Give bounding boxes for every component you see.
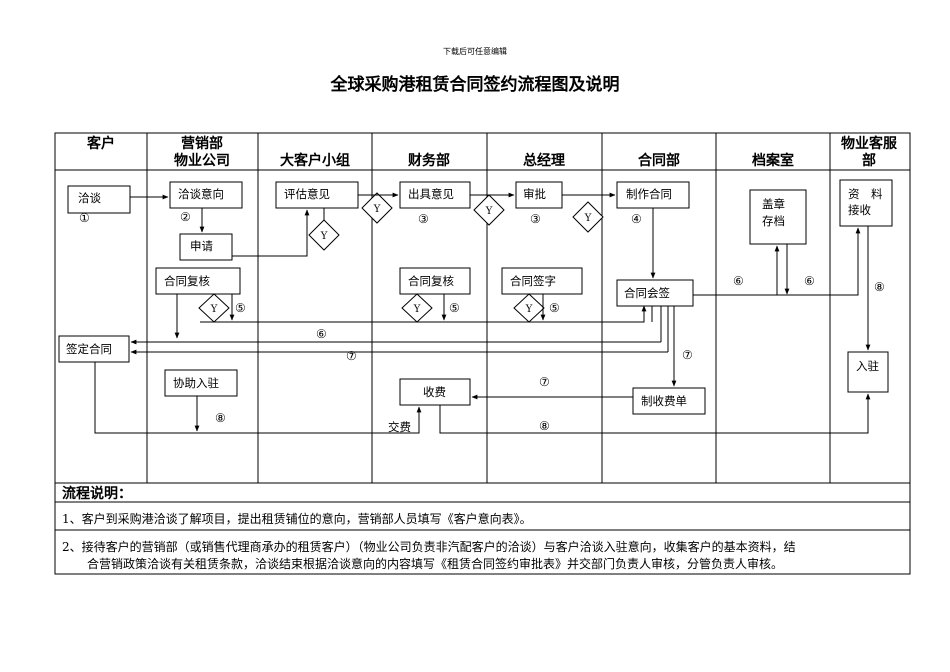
table-frame	[54, 132, 911, 575]
box-sign-label: 合同签字	[510, 274, 556, 288]
box-stamp-archive	[749, 189, 807, 245]
decision-evaluate-y: Y	[320, 231, 328, 242]
lane-header-key-accounts: 大客户小组	[280, 152, 350, 169]
step-5-label-finance: ⑤	[449, 301, 460, 315]
box-make-contract-label: 制作合同	[626, 187, 672, 201]
box-review-sales	[155, 267, 241, 295]
decision-review-finance-y: Y	[413, 304, 421, 315]
step-8-label-move-in-assist: ⑧	[215, 411, 226, 425]
box-move-in-assist	[164, 369, 238, 397]
step-6-label-archive-right: ⑥	[804, 274, 815, 288]
decision-gm-y: Y	[485, 206, 493, 217]
note-item-1: 1、客户到采购港洽谈了解项目，提出租赁铺位的意向，营销部人员填写《客户意向表》。	[62, 512, 532, 526]
box-review-finance-label: 合同复核	[408, 274, 454, 288]
step-5-label-sales: ⑤	[235, 301, 246, 315]
decision-finance-y: Y	[373, 204, 381, 215]
decision-evaluate	[308, 219, 340, 251]
box-negotiate-label: 洽谈	[78, 191, 101, 205]
lane-header-contracts: 合同部	[638, 152, 680, 169]
arrow-apply-evaluate	[232, 209, 310, 257]
box-sign	[501, 267, 583, 295]
box-countersign	[616, 279, 694, 307]
box-review-finance	[399, 267, 471, 295]
decision-contract-y: Y	[584, 213, 592, 224]
box-fee	[399, 378, 471, 406]
box-data-label: 资 料	[848, 187, 883, 201]
step-7-label-contract: ⑦	[682, 348, 693, 362]
note-item-2-line-2: 合营销政策洽谈有关租赁条款，洽谈结束根据洽谈意向的内容填写《租赁合同签约审批表》…	[87, 557, 784, 571]
pay-label: 交费	[388, 420, 411, 434]
step-1-label: ①	[79, 211, 90, 225]
decision-review-sales-y: Y	[210, 304, 218, 315]
arrow-sign-contract-fee	[94, 362, 422, 434]
box-issue-opinion-label: 出具意见	[408, 187, 454, 201]
step-6-label-sign: ⑥	[316, 327, 327, 341]
lane-header-archive: 档案室	[752, 152, 794, 169]
note-item-2-line-1: 2、接待客户的营销部（或销售代理商承办的租赁客户）（物业公司负责非汽配客户的洽谈…	[62, 540, 796, 554]
box-sign-contract-label: 签定合同	[66, 342, 112, 356]
step-2-label: ②	[180, 210, 191, 224]
decision-gm	[473, 194, 505, 226]
lane-header-sales-sub: 物业公司	[174, 152, 230, 169]
step-8-label-property: ⑧	[874, 280, 885, 294]
box-issue-opinion	[399, 181, 471, 209]
box-negotiate	[67, 185, 131, 214]
lane-header-finance: 财务部	[407, 152, 450, 169]
box-stamp-label: 盖章	[762, 197, 785, 211]
step-6-label-archive-left: ⑥	[733, 274, 744, 288]
box-apply-label: 申请	[190, 239, 213, 253]
box-countersign-label: 合同会签	[624, 286, 670, 300]
box-move-in-label: 入驻	[856, 359, 879, 373]
box-evaluate-label: 评估意见	[284, 187, 330, 201]
step-3-label-finance: ③	[418, 212, 429, 226]
box-intent-label: 洽谈意向	[178, 187, 224, 201]
page-title: 全球采购港租赁合同签约流程图及说明	[330, 75, 620, 95]
box-review-sales-label: 合同复核	[164, 274, 210, 288]
lane-header-property: 物业客服	[841, 135, 898, 152]
decision-finance	[361, 192, 393, 224]
step-5-label-gm: ⑤	[549, 301, 560, 315]
step-7-label-fee: ⑦	[539, 375, 550, 389]
line-reviews-to-countersign	[200, 305, 647, 323]
arrow-countersign-property	[693, 227, 861, 296]
step-8-label-bottom: ⑧	[539, 419, 550, 433]
lane-header-property-sub: 部	[862, 152, 876, 169]
box-make-contract	[616, 181, 690, 209]
arrow-fee-movein	[439, 393, 871, 434]
step-7-label-sign: ⑦	[346, 349, 357, 363]
box-sign-contract	[58, 335, 130, 363]
lane-header-gm: 总经理	[523, 152, 565, 169]
box-fee-label: 收费	[423, 385, 446, 399]
header-note: 下载后可任意编辑	[443, 47, 507, 56]
box-approve-label: 审批	[523, 187, 546, 201]
box-fee-bill	[632, 387, 706, 415]
note-item-2: 2、接待客户的营销部（或销售代理商承办的租赁客户）（物业公司负责非汽配客户的洽谈…	[62, 539, 904, 573]
decision-sign-y: Y	[525, 304, 533, 315]
lane-header-sales: 营销部	[181, 135, 223, 152]
step-4-label: ④	[631, 212, 642, 226]
box-move-in	[847, 351, 889, 393]
box-intent	[169, 181, 243, 209]
notes-title: 流程说明：	[62, 486, 132, 502]
box-fee-bill-label: 制收费单	[641, 394, 687, 408]
step-3-label-gm: ③	[530, 212, 541, 226]
box-receive-label: 接收	[848, 203, 871, 217]
decision-contract	[572, 201, 604, 233]
box-move-in-assist-label: 协助入驻	[173, 376, 219, 390]
box-data-receive	[839, 179, 893, 227]
lane-header-customer: 客户	[86, 135, 115, 152]
box-apply	[179, 233, 233, 261]
box-archive-label: 存档	[762, 214, 785, 228]
